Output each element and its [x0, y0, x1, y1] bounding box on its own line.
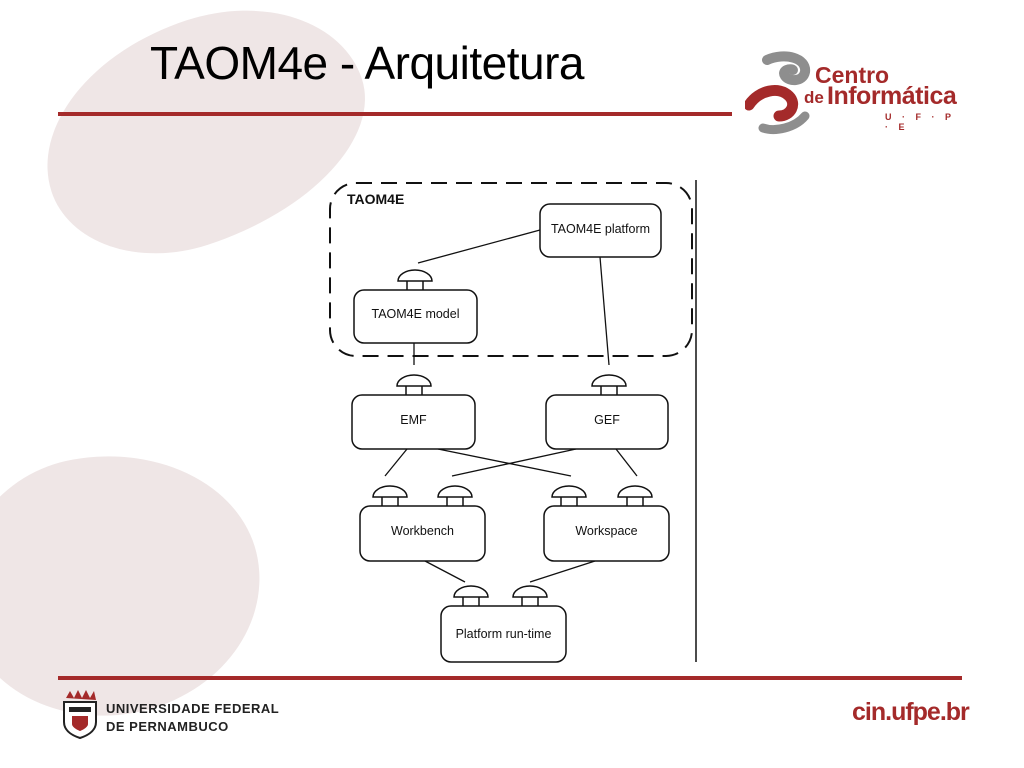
- component-platform-runtime: Platform run-time: [440, 605, 567, 663]
- interface-connector: [453, 585, 489, 606]
- university-name: UNIVERSIDADE FEDERAL DE PERNAMBUCO: [106, 700, 279, 736]
- component-workspace: Workspace: [543, 505, 670, 562]
- taom4e-group-label: TAOM4E: [347, 191, 404, 207]
- centro-de-informatica-logo: Centro de Informática U · F · P · E: [745, 50, 965, 135]
- university-name-line1: UNIVERSIDADE FEDERAL: [106, 701, 280, 716]
- component-label: Workspace: [575, 524, 637, 538]
- cin-emblem-icon: [745, 51, 810, 134]
- interface-connector: [397, 269, 433, 290]
- interface-connector: [591, 374, 627, 395]
- interface-connector: [551, 485, 587, 506]
- component-emf: EMF: [351, 394, 476, 450]
- architecture-diagram: TAOM4E TAOM4E platform TAOM4E model EMF …: [329, 180, 697, 663]
- component-workbench: Workbench: [359, 505, 486, 562]
- footer-divider: [58, 676, 962, 680]
- interface-connector: [437, 485, 473, 506]
- website-url: cin.ufpe.br: [852, 698, 970, 726]
- component-gef: GEF: [545, 394, 669, 450]
- title-divider: [58, 112, 732, 116]
- component-label: TAOM4E platform: [551, 222, 650, 236]
- background-shape-bottom: [0, 430, 281, 740]
- component-label: TAOM4E model: [372, 307, 460, 321]
- interface-connectors: [372, 269, 653, 606]
- interface-connector: [396, 374, 432, 395]
- logo-text-informatica: Informática: [827, 82, 957, 110]
- university-name-line2: DE PERNAMBUCO: [106, 719, 229, 734]
- logo-text-centro: Centro: [815, 62, 890, 88]
- component-label: GEF: [594, 413, 620, 427]
- ufpe-crest-icon: [63, 690, 97, 740]
- slide-title: TAOM4e - Arquitetura: [150, 37, 585, 89]
- interface-connector: [372, 485, 408, 506]
- logo-text-ufpe: U · F · P · E: [885, 112, 955, 132]
- interface-connector: [512, 585, 548, 606]
- component-taom4e-model: TAOM4E model: [353, 289, 478, 344]
- connector-lines: [384, 229, 638, 583]
- component-taom4e-platform: TAOM4E platform: [539, 203, 662, 258]
- logo-text-de: de: [804, 88, 824, 107]
- interface-connector: [617, 485, 653, 506]
- taom4e-group-boundary: [329, 182, 693, 357]
- component-label: Workbench: [391, 524, 454, 538]
- component-label: EMF: [400, 413, 427, 427]
- component-label: Platform run-time: [456, 627, 552, 641]
